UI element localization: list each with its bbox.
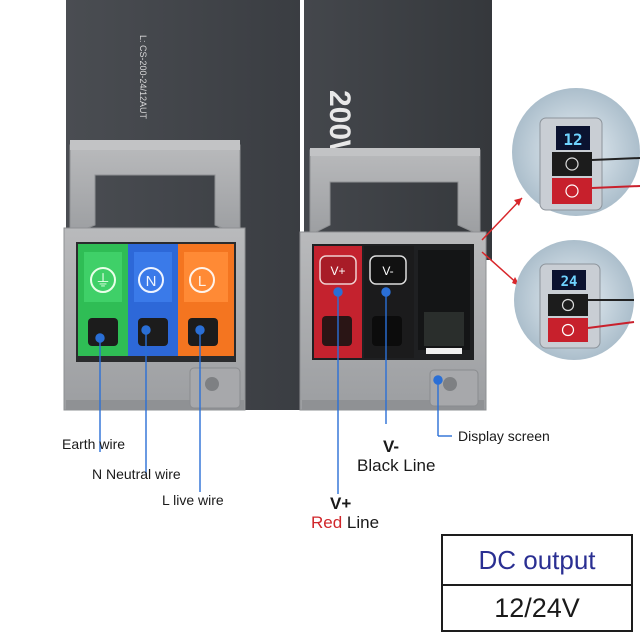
callout-lines <box>95 287 452 494</box>
body-label-text: L: CS-200-24/12AUT <box>138 35 148 120</box>
live-wire-label: L live wire <box>162 492 224 508</box>
right-terminal-housing: V+ V- <box>299 148 487 411</box>
svg-text:L: L <box>198 273 206 290</box>
inset-bottom: 24 <box>481 240 635 360</box>
svg-text:⏚: ⏚ <box>95 271 111 290</box>
dc-output-title: DC output <box>443 536 631 586</box>
svg-text:V-: V- <box>382 264 393 278</box>
v-minus-terminal: V- <box>364 246 414 358</box>
svg-text:12: 12 <box>563 130 582 149</box>
black-line-label: Black Line <box>357 456 436 475</box>
v-plus-label: V+ <box>330 494 352 513</box>
live-terminal: L <box>178 244 234 356</box>
display-screen <box>418 250 470 354</box>
inset-top: 12 <box>481 88 640 241</box>
svg-text:N: N <box>146 273 157 290</box>
neutral-terminal: N <box>128 244 178 356</box>
dc-output-box: DC output 12/24V <box>441 534 633 632</box>
dc-output-voltage: 12/24V <box>494 592 580 623</box>
line-word: Line <box>342 513 380 532</box>
earth-wire-label: Earth wire <box>62 436 126 452</box>
red-word: Red <box>311 513 343 532</box>
neutral-wire-label: N Neutral wire <box>92 466 181 482</box>
v-minus-label: V- <box>383 437 400 456</box>
red-line-label: Red Line <box>311 513 379 533</box>
svg-text:24: 24 <box>561 274 578 290</box>
display-screen-label: Display screen <box>458 428 550 444</box>
svg-text:V+: V+ <box>330 264 345 278</box>
